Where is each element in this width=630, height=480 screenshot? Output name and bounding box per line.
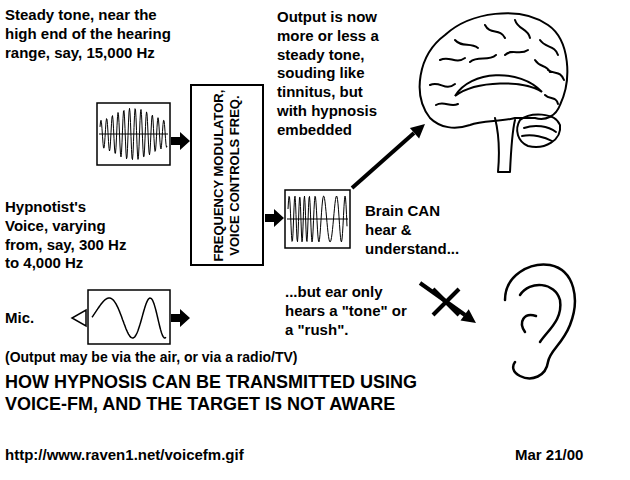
arrow-head — [461, 309, 477, 323]
brain-folds — [430, 20, 564, 105]
carrier-note: Steady tone, near the high end of the he… — [5, 6, 180, 62]
modulator-label: FREQUENCY MODULATOR, VOICE CONTROLS FREQ… — [211, 89, 242, 261]
modulator-box: FREQUENCY MODULATOR, VOICE CONTROLS FREQ… — [190, 84, 264, 266]
cerebellum — [517, 115, 560, 147]
output-arrow — [265, 209, 284, 227]
brain-illustration — [420, 13, 568, 172]
ear-outline — [505, 265, 575, 379]
output-note: Output is now more or less a steady tone… — [277, 8, 395, 139]
tragus — [522, 315, 536, 332]
input-arrow — [171, 309, 190, 327]
fm-wave — [288, 196, 347, 242]
mic-label: Mic. — [5, 309, 65, 328]
input-arrow — [171, 132, 190, 150]
source-url: http://www.raven1.net/voicefm.gif — [5, 446, 325, 465]
brain-note: Brain CAN hear & understand... — [365, 202, 469, 258]
brainstem — [495, 118, 515, 172]
date-label: Mar 21/00 — [515, 446, 620, 465]
carrier-box — [97, 103, 170, 165]
voice-note: Hypnotist's Voice, varying from, say, 30… — [5, 198, 131, 273]
cross-mark — [433, 289, 459, 315]
mic-symbol — [72, 310, 86, 326]
cerebrum-outline — [420, 13, 568, 127]
voice-wave — [92, 298, 166, 338]
ear-arrow — [420, 283, 465, 315]
diagram-title: HOW HYPNOSIS CAN BE TRANSMITTED USING VO… — [5, 372, 475, 415]
cross-mark — [433, 289, 459, 315]
voice-box — [88, 290, 170, 344]
corpus-callosum — [455, 75, 542, 96]
ear-illustration — [505, 265, 575, 379]
cerebellum-folds — [522, 126, 556, 141]
antihelix — [520, 285, 560, 342]
output-box — [285, 190, 350, 248]
ear-note: ...but ear only hears a "tone" or a "rus… — [285, 283, 409, 339]
brain-arrow — [352, 133, 414, 188]
output-medium-note: (Output may be via the air, or via a rad… — [5, 349, 445, 367]
arrow-head — [410, 124, 425, 139]
carrier-wave — [100, 108, 167, 159]
